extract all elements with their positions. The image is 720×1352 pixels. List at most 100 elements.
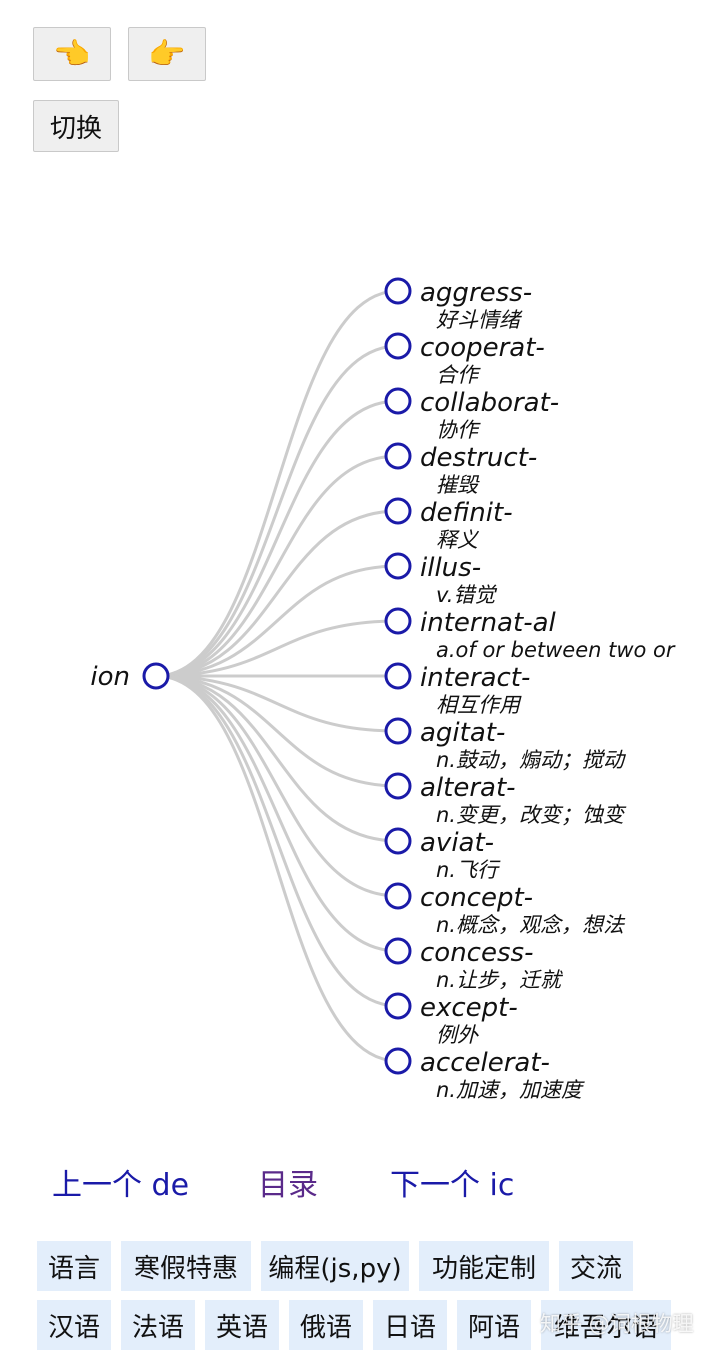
child-node[interactable]: concess-n.让步，迁就 (384, 937, 564, 992)
tree-link (155, 619, 399, 678)
child-node-word: internat-al (420, 608, 557, 638)
tag-japanese[interactable]: 日语 (373, 1300, 447, 1350)
child-node-circle[interactable] (384, 387, 412, 415)
child-node[interactable]: accelerat-n.加速，加速度 (384, 1047, 585, 1102)
root-node-label: ion (90, 662, 130, 692)
switch-button-label: 切换 (49, 113, 102, 144)
next-pointer-button[interactable]: 👉 (128, 27, 206, 81)
child-node-circle[interactable] (384, 1047, 412, 1075)
tree-link (155, 674, 399, 1008)
child-node[interactable]: interact-相互作用 (384, 662, 530, 717)
root-node-circle[interactable] (142, 662, 170, 690)
child-node-meaning: 例外 (436, 1023, 479, 1047)
switch-button[interactable]: 切换 (33, 100, 119, 152)
tag-communication[interactable]: 交流 (559, 1241, 633, 1291)
hand-pointing-right-icon: 👉 (148, 36, 186, 72)
child-node-circle[interactable] (384, 937, 412, 965)
previous-root-link[interactable]: 上一个 de (52, 1168, 190, 1203)
tree-links (155, 289, 399, 1063)
tree-link (155, 674, 399, 953)
child-node-meaning: n.鼓动，煽动；搅动 (436, 748, 627, 772)
child-node-meaning: 协作 (436, 418, 481, 442)
tree-link (155, 674, 399, 733)
tag-chinese[interactable]: 汉语 (37, 1300, 111, 1350)
child-node-word: cooperat- (420, 333, 545, 363)
child-node[interactable]: alterat-n.变更，改变；蚀变 (384, 772, 627, 827)
child-node-circle[interactable] (384, 552, 412, 580)
child-node-word: agitat- (420, 718, 505, 748)
child-node[interactable]: concept-n.概念，观念，想法 (384, 882, 626, 937)
root-node[interactable]: ion (90, 662, 170, 692)
child-node[interactable]: internat-ala.of or between two or (384, 607, 676, 662)
child-node-meaning: n.加速，加速度 (436, 1078, 585, 1102)
child-node-meaning: n.飞行 (436, 858, 501, 882)
tree-link (155, 674, 399, 898)
tree-link (155, 344, 399, 678)
child-node[interactable]: aviat-n.飞行 (384, 827, 501, 882)
child-node-word: illus- (420, 553, 481, 583)
child-node-circle[interactable] (384, 497, 412, 525)
tag-russian[interactable]: 俄语 (289, 1300, 363, 1350)
child-node-meaning: a.of or between two or (436, 638, 676, 662)
child-node-meaning: v.错觉 (436, 583, 497, 607)
child-node-circle[interactable] (384, 277, 412, 305)
tree-link (155, 509, 399, 678)
child-node-circle[interactable] (384, 332, 412, 360)
tag-uyghur[interactable]: 维吾尔语 (541, 1300, 671, 1350)
tree-link (155, 454, 399, 678)
child-node-meaning: 合作 (436, 363, 481, 387)
child-node-word: definit- (420, 498, 513, 528)
tree-link (155, 674, 399, 1063)
child-node[interactable]: definit-释义 (384, 497, 513, 552)
tree-link (155, 564, 399, 678)
child-node-circle[interactable] (384, 882, 412, 910)
child-node-word: aviat- (420, 828, 494, 858)
child-node[interactable]: aggress-好斗情绪 (384, 277, 532, 332)
hand-pointing-left-icon: 👈 (53, 36, 91, 72)
tag-winter-sale[interactable]: 寒假特惠 (121, 1241, 251, 1291)
next-root-link[interactable]: 下一个 ic (390, 1168, 515, 1203)
child-node[interactable]: illus-v.错觉 (384, 552, 497, 607)
child-node[interactable]: agitat-n.鼓动，煽动；搅动 (384, 717, 627, 772)
child-node-word: alterat- (420, 773, 516, 803)
child-node-circle[interactable] (384, 992, 412, 1020)
child-node-meaning: 相互作用 (436, 693, 522, 717)
child-node-word: except- (420, 993, 518, 1023)
child-node-word: destruct- (420, 443, 537, 473)
tree-link (155, 399, 399, 678)
tree-link (155, 674, 399, 788)
table-of-contents-link[interactable]: 目录 (258, 1168, 318, 1203)
child-node-meaning: 释义 (436, 528, 480, 552)
child-node-circle[interactable] (384, 662, 412, 690)
child-node-meaning: n.变更，改变；蚀变 (436, 803, 627, 827)
child-node-meaning: n.概念，观念，想法 (436, 913, 626, 937)
child-node-meaning: 摧毁 (436, 473, 480, 497)
child-node-circle[interactable] (384, 772, 412, 800)
previous-pointer-button[interactable]: 👈 (33, 27, 111, 81)
child-node-word: accelerat- (420, 1048, 550, 1078)
child-node-meaning: 好斗情绪 (436, 308, 523, 332)
child-node-circle[interactable] (384, 442, 412, 470)
tree-link (155, 289, 399, 678)
tag-programming[interactable]: 编程(js,py) (261, 1241, 409, 1291)
child-node[interactable]: cooperat-合作 (384, 332, 545, 387)
child-node-word: aggress- (420, 278, 532, 308)
child-node-circle[interactable] (384, 717, 412, 745)
child-node[interactable]: except-例外 (384, 992, 518, 1047)
tag-arabic[interactable]: 阿语 (457, 1300, 531, 1350)
tag-language[interactable]: 语言 (37, 1241, 111, 1291)
tag-french[interactable]: 法语 (121, 1300, 195, 1350)
child-node-circle[interactable] (384, 607, 412, 635)
child-node[interactable]: destruct-摧毁 (384, 442, 537, 497)
child-node[interactable]: collaborat-协作 (384, 387, 559, 442)
child-node-circle[interactable] (384, 827, 412, 855)
word-tree: ionaggress-好斗情绪cooperat-合作collaborat-协作d… (90, 277, 676, 1102)
tag-english[interactable]: 英语 (205, 1300, 279, 1350)
child-node-word: interact- (420, 663, 530, 693)
child-node-word: concept- (420, 883, 533, 913)
tag-custom-features[interactable]: 功能定制 (419, 1241, 549, 1291)
child-node-word: collaborat- (420, 388, 559, 418)
child-node-meaning: n.让步，迁就 (436, 968, 564, 992)
child-node-word: concess- (420, 938, 533, 968)
tree-link (155, 674, 399, 843)
